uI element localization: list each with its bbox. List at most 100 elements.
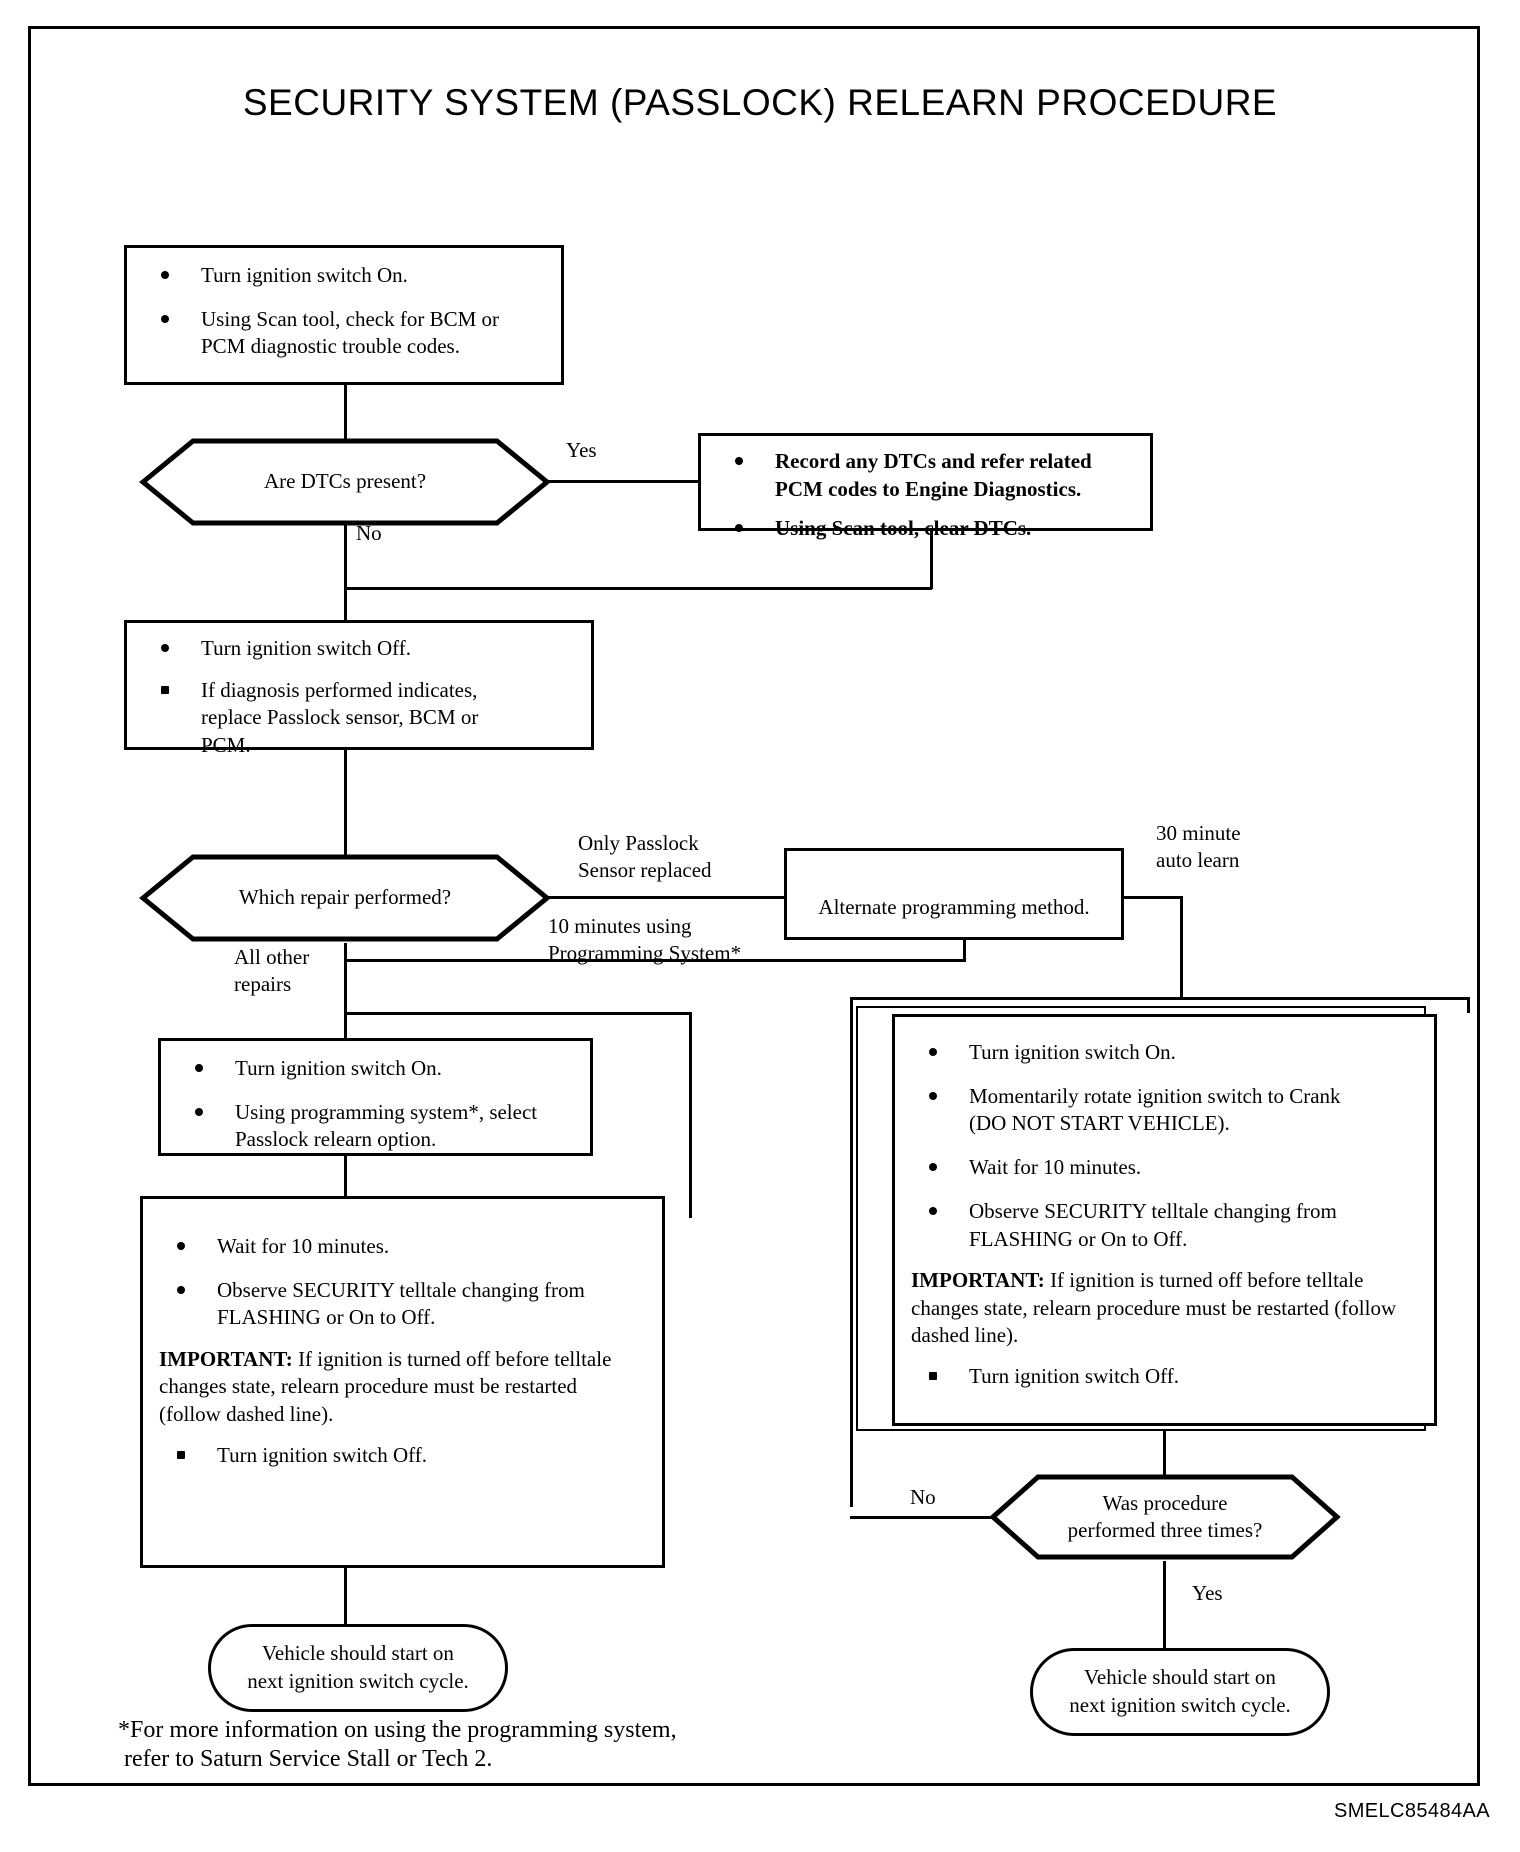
start-box-list: Turn ignition switch On. Using Scan tool… <box>143 262 545 361</box>
bullet-icon <box>161 685 169 694</box>
document-code: SMELC85484AA <box>1333 1800 1490 1822</box>
page-title: SECURITY SYSTEM (PASSLOCK) RELEARN PROCE… <box>242 82 1278 123</box>
right-terminal: Vehicle should start on next ignition sw… <box>1030 1648 1330 1736</box>
alternate-box-label: Alternate programming method. <box>818 895 1090 920</box>
connector-yes-three-down <box>1163 1561 1166 1651</box>
bullet-icon <box>177 1242 185 1250</box>
list-item: Turn ignition switch On. <box>911 1039 1412 1067</box>
list-item-text: Observe SECURITY telltale changing from … <box>217 1277 585 1330</box>
list-item: Momentarily rotate ignition switch to Cr… <box>911 1083 1412 1138</box>
dtc-decision: Are DTCs present? <box>139 437 551 527</box>
left-wait-list-top: Wait for 10 minutes. Observe SECURITY te… <box>159 1233 644 1332</box>
bullet-icon <box>929 1048 937 1056</box>
list-item: Using programming system*, select Passlo… <box>177 1099 574 1154</box>
list-item-text: Turn ignition switch Off. <box>969 1364 1180 1389</box>
three-times-decision-label: Was procedure performed three times? <box>1067 1490 1263 1542</box>
right-box-list-top: Turn ignition switch On. Momentarily rot… <box>911 1039 1412 1253</box>
bullet-icon <box>177 1451 185 1460</box>
repair-box: Turn ignition switch Off. If diagnosis p… <box>124 620 594 757</box>
connector-alt-right <box>1121 896 1183 899</box>
bullet-icon <box>929 1091 937 1100</box>
list-item-text: Turn ignition switch Off. <box>217 1443 428 1468</box>
bullet-icon <box>161 644 169 652</box>
list-item: Turn ignition switch Off. <box>911 1363 1412 1391</box>
bullet-icon <box>929 1206 937 1215</box>
connector-no-three-left <box>850 1516 995 1519</box>
connector-right-box-to-decision <box>1163 1431 1166 1477</box>
bullet-icon <box>195 1107 203 1116</box>
edge-label-yes-dtc: Yes <box>566 438 597 462</box>
list-item-text: Wait for 10 minutes. <box>217 1234 390 1258</box>
list-item: Wait for 10 minutes. <box>159 1233 644 1261</box>
list-item-text: Wait for 10 minutes. <box>969 1155 1142 1180</box>
connector-left-restart-top-rail <box>344 1012 692 1015</box>
list-item: Using Scan tool, clear DTCs. <box>717 515 1134 543</box>
list-item-text: Record any DTCs and refer related PCM co… <box>775 449 1092 501</box>
three-times-decision: Was procedure performed three times? <box>989 1473 1341 1561</box>
connector-left-prog-to-wait <box>344 1156 347 1218</box>
repair-decision-label: Which repair performed? <box>238 885 452 910</box>
list-item: Record any DTCs and refer related PCM co… <box>717 448 1134 503</box>
list-item: Observe SECURITY telltale changing from … <box>911 1198 1412 1253</box>
connector-right-top-rail <box>850 997 1470 1000</box>
left-wait-box: Wait for 10 minutes. Observe SECURITY te… <box>140 1196 665 1568</box>
right-auto-learn-box: Turn ignition switch On. Momentarily rot… <box>892 1014 1437 1426</box>
list-item-text: If diagnosis performed indicates, replac… <box>201 677 479 758</box>
connector-right-restart-right-rail <box>1467 997 1470 1013</box>
dtc-yes-box-list: Record any DTCs and refer related PCM co… <box>717 448 1134 543</box>
connector-dtc-yes <box>547 480 699 483</box>
list-item-text: Momentarily rotate ignition switch to Cr… <box>969 1083 1341 1136</box>
list-item: Wait for 10 minutes. <box>911 1154 1412 1182</box>
repair-box-list: Turn ignition switch Off. If diagnosis p… <box>143 635 575 760</box>
list-item: Turn ignition switch Off. <box>143 635 575 663</box>
bullet-icon <box>929 1163 937 1172</box>
important-text: If ignition is turned off before telltal… <box>159 1347 612 1426</box>
important-label: IMPORTANT: <box>159 1347 293 1372</box>
connector-alt-box-down <box>963 937 966 962</box>
bullet-icon <box>735 524 743 533</box>
dtc-yes-box: Record any DTCs and refer related PCM co… <box>698 433 1153 540</box>
list-item-text: Turn ignition switch On. <box>235 1056 442 1080</box>
connector-alt-to-left-column <box>344 959 966 962</box>
list-item: Using Scan tool, check for BCM or PCM di… <box>143 306 545 361</box>
left-programming-box: Turn ignition switch On. Using programmi… <box>158 1038 593 1156</box>
left-terminal: Vehicle should start on next ignition sw… <box>208 1624 508 1712</box>
hexagon-shape <box>989 1474 1341 1560</box>
right-box-list-bottom: Turn ignition switch Off. <box>911 1363 1412 1391</box>
alternate-programming-box: Alternate programming method. <box>784 848 1124 940</box>
left-wait-important-note: IMPORTANT: If ignition is turned off bef… <box>159 1346 644 1428</box>
list-item-text: Turn ignition switch On. <box>969 1040 1176 1064</box>
list-item: Turn ignition switch On. <box>177 1055 574 1083</box>
list-item-text: Using Scan tool, check for BCM or PCM di… <box>201 306 500 359</box>
important-text: If ignition is turned off before telltal… <box>911 1268 1397 1347</box>
important-label: IMPORTANT: <box>911 1268 1045 1293</box>
list-item-text: Observe SECURITY telltale changing from … <box>969 1198 1337 1251</box>
connector-start-to-dtc <box>344 385 347 447</box>
list-item: Turn ignition switch On. <box>143 262 545 290</box>
connector-yes-box-down <box>930 531 933 589</box>
left-programming-list: Turn ignition switch On. Using programmi… <box>177 1055 574 1154</box>
page-border <box>28 26 1480 1786</box>
connector-dtc-merge-down <box>344 587 347 620</box>
bullet-icon <box>195 1064 203 1072</box>
list-item-text: Turn ignition switch Off. <box>201 636 412 660</box>
bullet-icon <box>735 457 743 465</box>
footnote: *For more information on using the progr… <box>118 1717 677 1773</box>
list-item-text: Using Scan tool, clear DTCs. <box>775 516 1032 541</box>
list-item-text: Turn ignition switch On. <box>201 263 408 287</box>
edge-label-only-passlock: Only Passlock Sensor replaced <box>578 831 712 882</box>
edge-label-thirty-minute: 30 minute auto learn <box>1156 821 1241 872</box>
left-wait-list-bottom: Turn ignition switch Off. <box>159 1442 644 1470</box>
connector-dtc-merge-horizontal <box>344 587 932 590</box>
connector-repair-to-decision <box>344 750 347 860</box>
start-box: Turn ignition switch On. Using Scan tool… <box>124 245 564 385</box>
list-item: If diagnosis performed indicates, replac… <box>143 677 575 760</box>
connector-only-passlock <box>547 896 784 899</box>
dtc-decision-label: Are DTCs present? <box>263 469 427 494</box>
connector-thirty-minute-down <box>1180 896 1183 1000</box>
connector-left-wait-to-terminal <box>344 1568 347 1636</box>
bullet-icon <box>929 1372 937 1381</box>
repair-decision: Which repair performed? <box>139 853 551 943</box>
bullet-icon <box>161 271 169 279</box>
